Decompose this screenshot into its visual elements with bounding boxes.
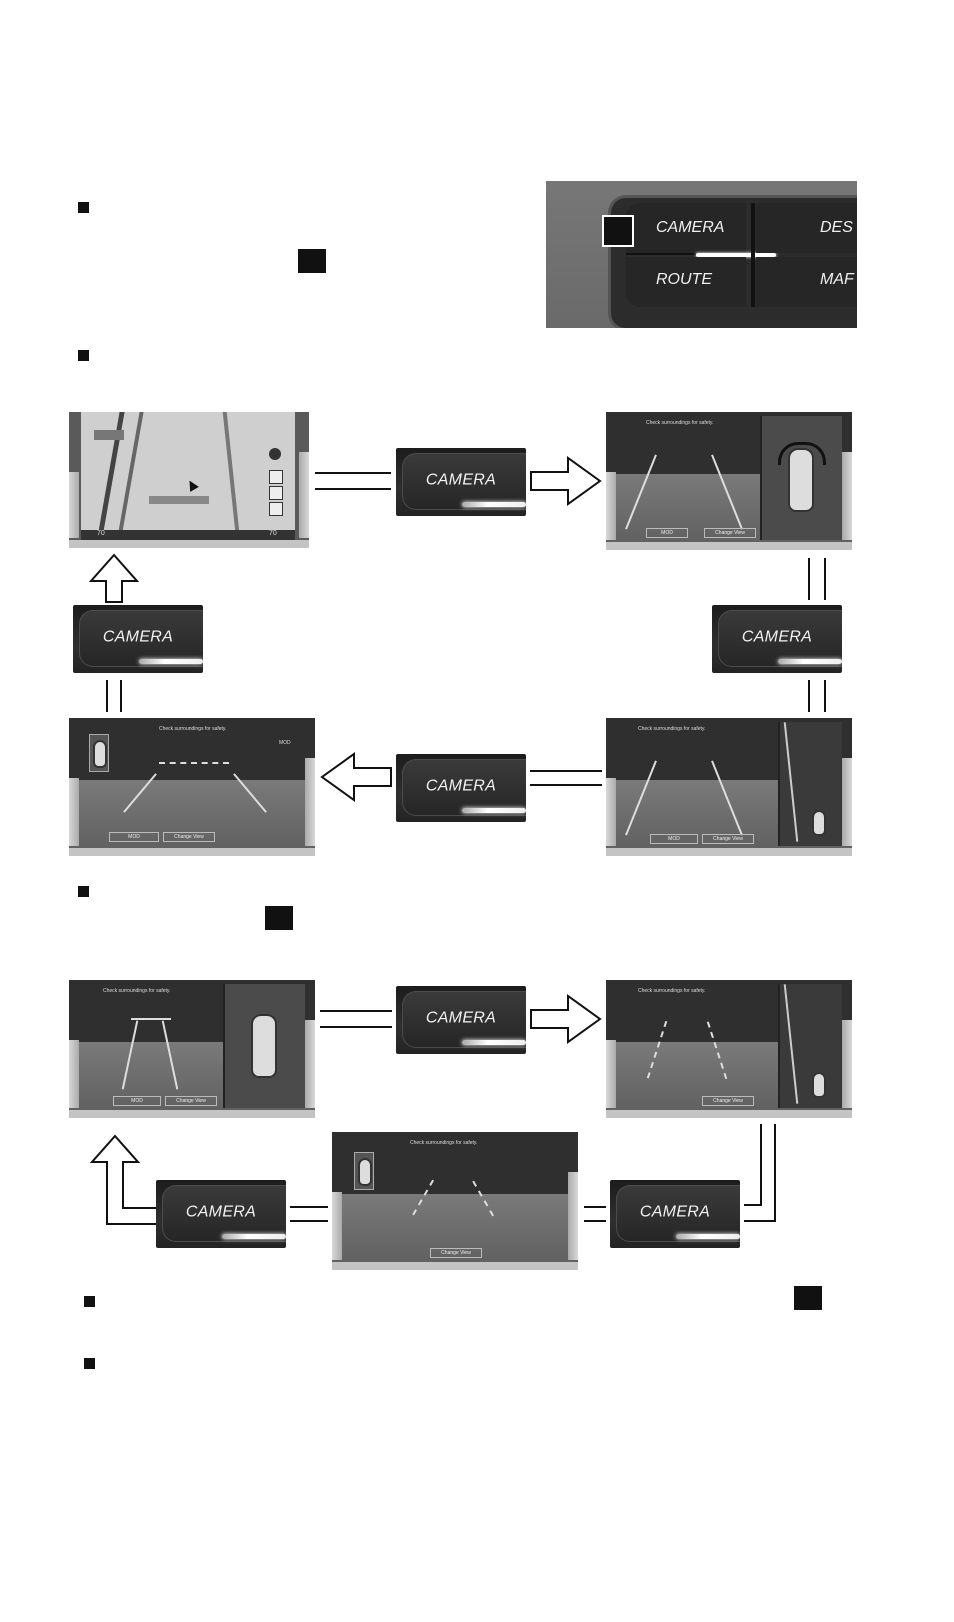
map-right-label: 70 (269, 530, 277, 537)
warning-text-3: Check surroundings for safety. (638, 726, 706, 732)
arrow-right-icon (530, 456, 602, 506)
change-view-4: Change View (165, 1096, 217, 1106)
camera-key-label: CAMERA (656, 219, 725, 236)
camera-button-2-label: CAMERA (102, 628, 174, 646)
bullet-5 (84, 1358, 95, 1369)
camera-key[interactable]: CAMERA (626, 203, 776, 257)
mod-label-2: MOD (109, 832, 159, 842)
warning-text-1: Check surroundings for safety. (646, 420, 714, 426)
callout-marker-1 (298, 249, 326, 273)
mod-label-1: MOD (646, 528, 688, 538)
bullet-3 (78, 886, 89, 897)
rear-wide-screen-2: Check surroundings for safety. Change Vi… (332, 1132, 578, 1270)
map-key-label: MAF (820, 271, 854, 288)
rear-topview-screen-2: Check surroundings for safety. MOD Chang… (69, 980, 315, 1118)
change-view-5: Change View (702, 1096, 754, 1106)
camera-button-2[interactable]: CAMERA (73, 605, 203, 673)
callout-box (602, 215, 634, 247)
route-key[interactable]: ROUTE (626, 257, 746, 307)
route-key-label: ROUTE (656, 271, 712, 288)
map-key[interactable]: MAF (756, 257, 857, 307)
arrow-up-icon (89, 553, 139, 603)
rear-topview-screen-1: Check surroundings for safety. MOD Chang… (606, 412, 852, 550)
change-view-2: Change View (163, 832, 215, 842)
camera-button-3[interactable]: CAMERA (712, 605, 842, 673)
camera-button-3-label: CAMERA (741, 628, 813, 646)
rear-sideview-screen-1: Check surroundings for safety. MOD Chang… (606, 718, 852, 856)
bullet-1 (78, 202, 89, 213)
dest-key-label: DES (820, 219, 853, 236)
warning-text-2: Check surroundings for safety. (159, 726, 227, 732)
change-view-3: Change View (702, 834, 754, 844)
callout-marker-3 (794, 1286, 822, 1310)
camera-button-6-label: CAMERA (185, 1203, 257, 1221)
camera-button-1[interactable]: CAMERA (396, 448, 526, 516)
camera-button-6[interactable]: CAMERA (156, 1180, 286, 1248)
map-left-label: 70 (97, 530, 105, 537)
camera-button-4-label: CAMERA (425, 777, 497, 795)
camera-button-1-label: CAMERA (425, 471, 497, 489)
callout-marker-2 (265, 906, 293, 930)
bullet-4 (84, 1296, 95, 1307)
rear-wide-screen: Check surroundings for safety. MOD MOD C… (69, 718, 315, 856)
mod-label-4: MOD (113, 1096, 161, 1106)
bullet-2 (78, 350, 89, 361)
change-view-6: Change View (430, 1248, 482, 1258)
camera-button-7-label: CAMERA (639, 1203, 711, 1221)
camera-button-4[interactable]: CAMERA (396, 754, 526, 822)
camera-button-7[interactable]: CAMERA (610, 1180, 740, 1248)
dest-key[interactable]: DES (756, 203, 857, 253)
warning-text-6: Check surroundings for safety. (410, 1140, 478, 1146)
warning-text-4: Check surroundings for safety. (103, 988, 171, 994)
warning-text-5: Check surroundings for safety. (638, 988, 706, 994)
camera-button-5-label: CAMERA (425, 1009, 497, 1027)
camera-button-5[interactable]: CAMERA (396, 986, 526, 1054)
change-view-1: Change View (704, 528, 756, 538)
arrow-left-icon (320, 752, 392, 802)
mod-label-3: MOD (650, 834, 698, 844)
rear-sideview-screen-2: Check surroundings for safety. Change Vi… (606, 980, 852, 1118)
arrow-up-elbow-icon (90, 1134, 159, 1225)
control-panel-photo: CAMERA DES ROUTE MAF (546, 181, 857, 328)
arrow-right-icon-2 (530, 994, 602, 1044)
map-screen: 70 70 (69, 412, 309, 548)
